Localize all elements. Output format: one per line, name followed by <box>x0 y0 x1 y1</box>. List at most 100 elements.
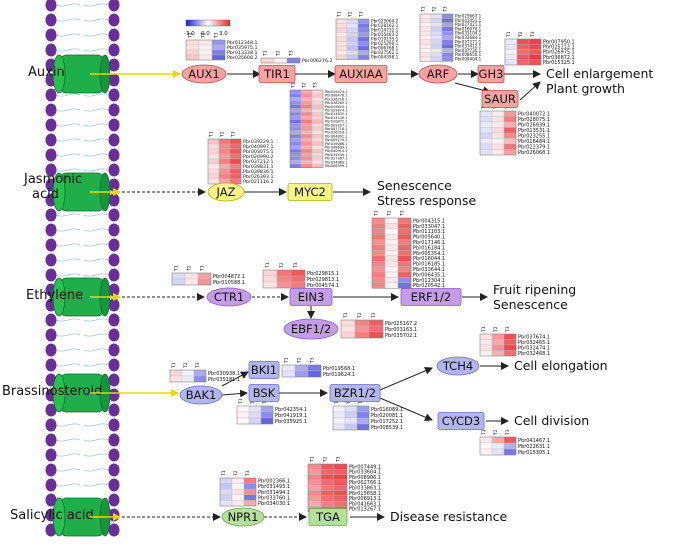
heatmap-cell <box>307 463 322 470</box>
gene-id-label: Pbr020542.1 <box>413 283 445 289</box>
heatmap-cell <box>320 500 335 507</box>
heatmap-cell <box>311 141 324 146</box>
heatmap-cell <box>528 49 542 55</box>
gene-id-label: Pbr036872.1 <box>543 55 575 61</box>
heatmap-cell <box>294 364 309 372</box>
heatmap-column-label: T2 <box>387 210 393 217</box>
gene-id-label: Pbr040914.1 <box>325 149 347 153</box>
heatmap-column-label: T3 <box>505 429 511 436</box>
gene-node-label: BKI1 <box>251 363 277 377</box>
heatmap-cell <box>207 143 220 150</box>
lipid-tail <box>55 438 109 442</box>
receptor-ja <box>52 172 111 212</box>
heatmap-cell <box>503 110 517 117</box>
heatmap-cell <box>441 13 454 19</box>
lipid-tail <box>55 138 109 142</box>
heatmap-cell <box>311 104 324 109</box>
heatmap-cell <box>419 13 432 19</box>
heatmap-cell <box>384 261 399 267</box>
heatmap-cell <box>384 277 399 283</box>
heatmap-cell <box>307 370 322 378</box>
heatmap-cell <box>262 281 278 289</box>
color-legend: -3.0 0.0 3.0 <box>184 19 231 37</box>
gene-id-label: Pbr039831.1 <box>243 164 274 170</box>
heatmap-column-label: T1 <box>343 312 349 319</box>
gene-id-label: Pbr032465.1 <box>518 340 550 346</box>
gene-node-label: AUXIAA <box>339 67 383 81</box>
gene-id-label: Pbr008539.1 <box>371 425 403 431</box>
heatmap-cell <box>289 145 302 150</box>
heatmap-cell <box>219 477 233 484</box>
lipid-head <box>108 328 120 342</box>
heatmap-cell <box>171 272 186 280</box>
heatmap-border <box>479 436 517 456</box>
gene-id-label: Pbr039229.1 <box>243 139 274 145</box>
gene-id-label: Pbr006435.1 <box>413 272 445 278</box>
heatmap-cell <box>229 138 242 145</box>
heatmap-cell <box>300 100 313 105</box>
lipid-tail <box>55 348 109 352</box>
heatmap-cell <box>300 115 313 120</box>
gene-id-label: Pbr048699.1 <box>325 146 347 150</box>
lipid-tail <box>55 153 109 157</box>
heatmap-column-label: T1 <box>310 456 316 463</box>
gene-id-label: Pbr019424.1 <box>325 90 347 94</box>
heatmap-cell <box>289 149 302 154</box>
lipid-tail <box>55 258 109 262</box>
heatmap-cell <box>346 32 359 38</box>
heatmap-cell <box>311 149 324 154</box>
gene-id-label: Pbr004891.1 <box>325 134 347 138</box>
lipid-head <box>45 163 57 177</box>
heatmap-cell <box>286 57 301 64</box>
heatmap-column-label: T1 <box>188 32 194 39</box>
heatmap-cell <box>479 442 493 450</box>
heatmap-cell <box>281 370 296 378</box>
heatmap-cell <box>371 261 386 267</box>
heatmap-cell <box>384 266 399 273</box>
heatmap-cell <box>346 27 359 33</box>
heatmap-cell <box>441 52 454 58</box>
heatmap-cell <box>384 234 399 240</box>
gene-id-label: Pbr004574.1 <box>307 283 339 289</box>
heatmap-cell <box>332 411 346 419</box>
heatmap-cell <box>248 405 262 413</box>
heatmap-cell <box>491 149 505 156</box>
heatmap-cell <box>248 417 262 425</box>
gene-id-label: Pbr013267.1 <box>349 507 381 513</box>
heatmap-cell <box>346 18 359 24</box>
heatmap-column-label: T2 <box>279 262 285 269</box>
gene-id-label: Pbr009404.1 <box>455 57 482 62</box>
heatmap-cell <box>430 13 443 19</box>
lipid-head <box>45 358 57 372</box>
heatmap-cell <box>320 469 335 475</box>
heatmap-cell <box>311 163 324 168</box>
heatmap-cell <box>169 375 183 383</box>
heatmap-cell <box>198 49 213 56</box>
heatmap-cell <box>503 333 517 340</box>
heatmap-cell <box>219 483 233 490</box>
heatmap-cell <box>346 45 359 51</box>
heatmap-cell <box>231 483 245 490</box>
lipid-tail <box>55 93 109 97</box>
heatmap-cell <box>371 239 386 246</box>
heatmap-cell <box>340 319 356 327</box>
heatmap-cell <box>333 495 348 502</box>
heatmap-column-label: T3 <box>336 456 342 463</box>
heatmap-column-label: T3 <box>289 50 295 57</box>
lipid-head <box>45 28 57 42</box>
lipid-head <box>108 163 120 177</box>
heatmap-cell <box>357 18 370 24</box>
heatmap-cell <box>419 56 432 62</box>
heatmap-column-label: T2 <box>183 362 189 369</box>
lipid-tail <box>55 168 109 172</box>
gene-id-label: Pbr021116.2 <box>243 179 274 185</box>
lipid-head <box>108 478 120 492</box>
heatmap-cell <box>491 436 505 444</box>
gene-id-label: Pbr030938.1 <box>208 371 240 377</box>
heatmap-saur: T1T2T3Pbr040072.1Pbr028075.1Pbr026939.1P… <box>479 103 550 156</box>
heatmap-cell <box>307 479 322 486</box>
gene-id-label: Pbr034030.1 <box>258 501 290 507</box>
heatmap-column-label: T3 <box>400 210 406 217</box>
gene-node-bki1: BKI1 <box>248 361 280 379</box>
